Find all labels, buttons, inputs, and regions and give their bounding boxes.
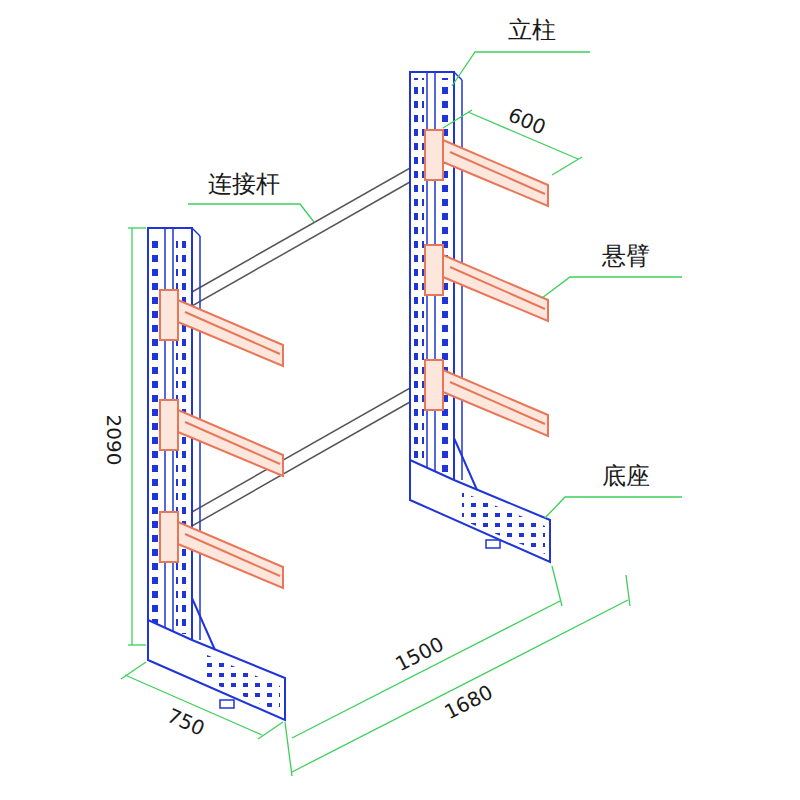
part-label: 立柱 xyxy=(506,17,558,43)
dimension-label: 1500 xyxy=(390,632,449,677)
connecting-rods xyxy=(192,168,410,526)
leader-lines xyxy=(188,52,682,518)
dimension-label: 600 xyxy=(503,103,550,140)
part-label: 悬臂 xyxy=(600,243,652,269)
cantilever-arms xyxy=(160,130,548,588)
dimension-label: 2090 xyxy=(103,413,125,468)
left-base xyxy=(148,598,285,720)
right-base xyxy=(410,438,550,562)
part-label: 底座 xyxy=(600,463,652,489)
dimension-lines xyxy=(121,110,630,776)
dimension-label: 1680 xyxy=(439,680,498,725)
part-label: 连接杆 xyxy=(206,171,282,197)
